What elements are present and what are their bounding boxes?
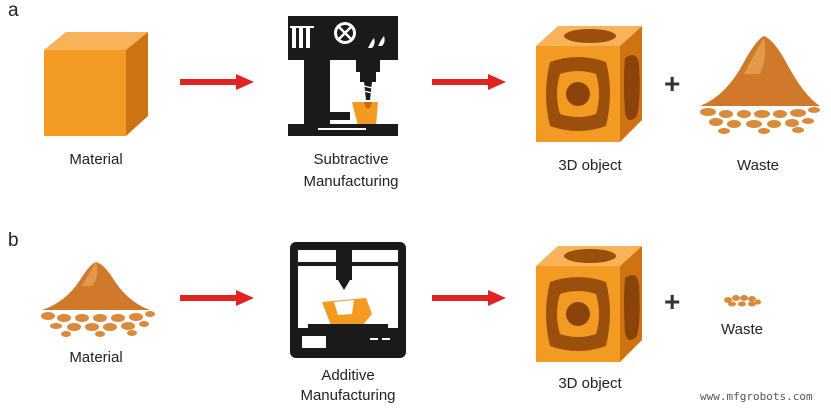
panel-b-process-label-line2: Manufacturing [300, 387, 396, 404]
panel-a-process-label-line2: Manufacturing [303, 173, 399, 190]
3d-printer-icon [288, 240, 408, 360]
powder-pile-icon [34, 260, 158, 338]
red-arrow-icon [180, 290, 254, 306]
powder-pile-icon [694, 34, 824, 134]
panel-a-material-label: Material [69, 151, 123, 168]
powder-pile-icon [722, 290, 762, 308]
panel-b-material-label: Material [69, 349, 123, 366]
red-arrow-icon [180, 74, 254, 90]
red-arrow-icon [432, 74, 506, 90]
panel-b-object-label: 3D object [558, 375, 622, 392]
hollow-cube-icon [530, 242, 648, 366]
red-arrow-icon [432, 290, 506, 306]
panel-a-waste-label: Waste [737, 157, 779, 174]
panel-a-process-label-line1: Subtractive [313, 151, 389, 168]
panel-b-process-label-line1: Additive [321, 367, 375, 384]
plus-sign: + [664, 286, 681, 317]
panel-b-letter: b [8, 230, 19, 251]
panel-b-waste-label: Waste [721, 321, 763, 338]
panel-a-object-label: 3D object [558, 157, 622, 174]
hollow-cube-icon [530, 22, 648, 146]
drill-press-icon [278, 8, 408, 138]
material-cube-icon [36, 28, 156, 140]
watermark: www.mfgrobots.com [700, 390, 813, 403]
plus-sign: + [664, 68, 681, 99]
panel-a-letter: a [8, 0, 19, 21]
